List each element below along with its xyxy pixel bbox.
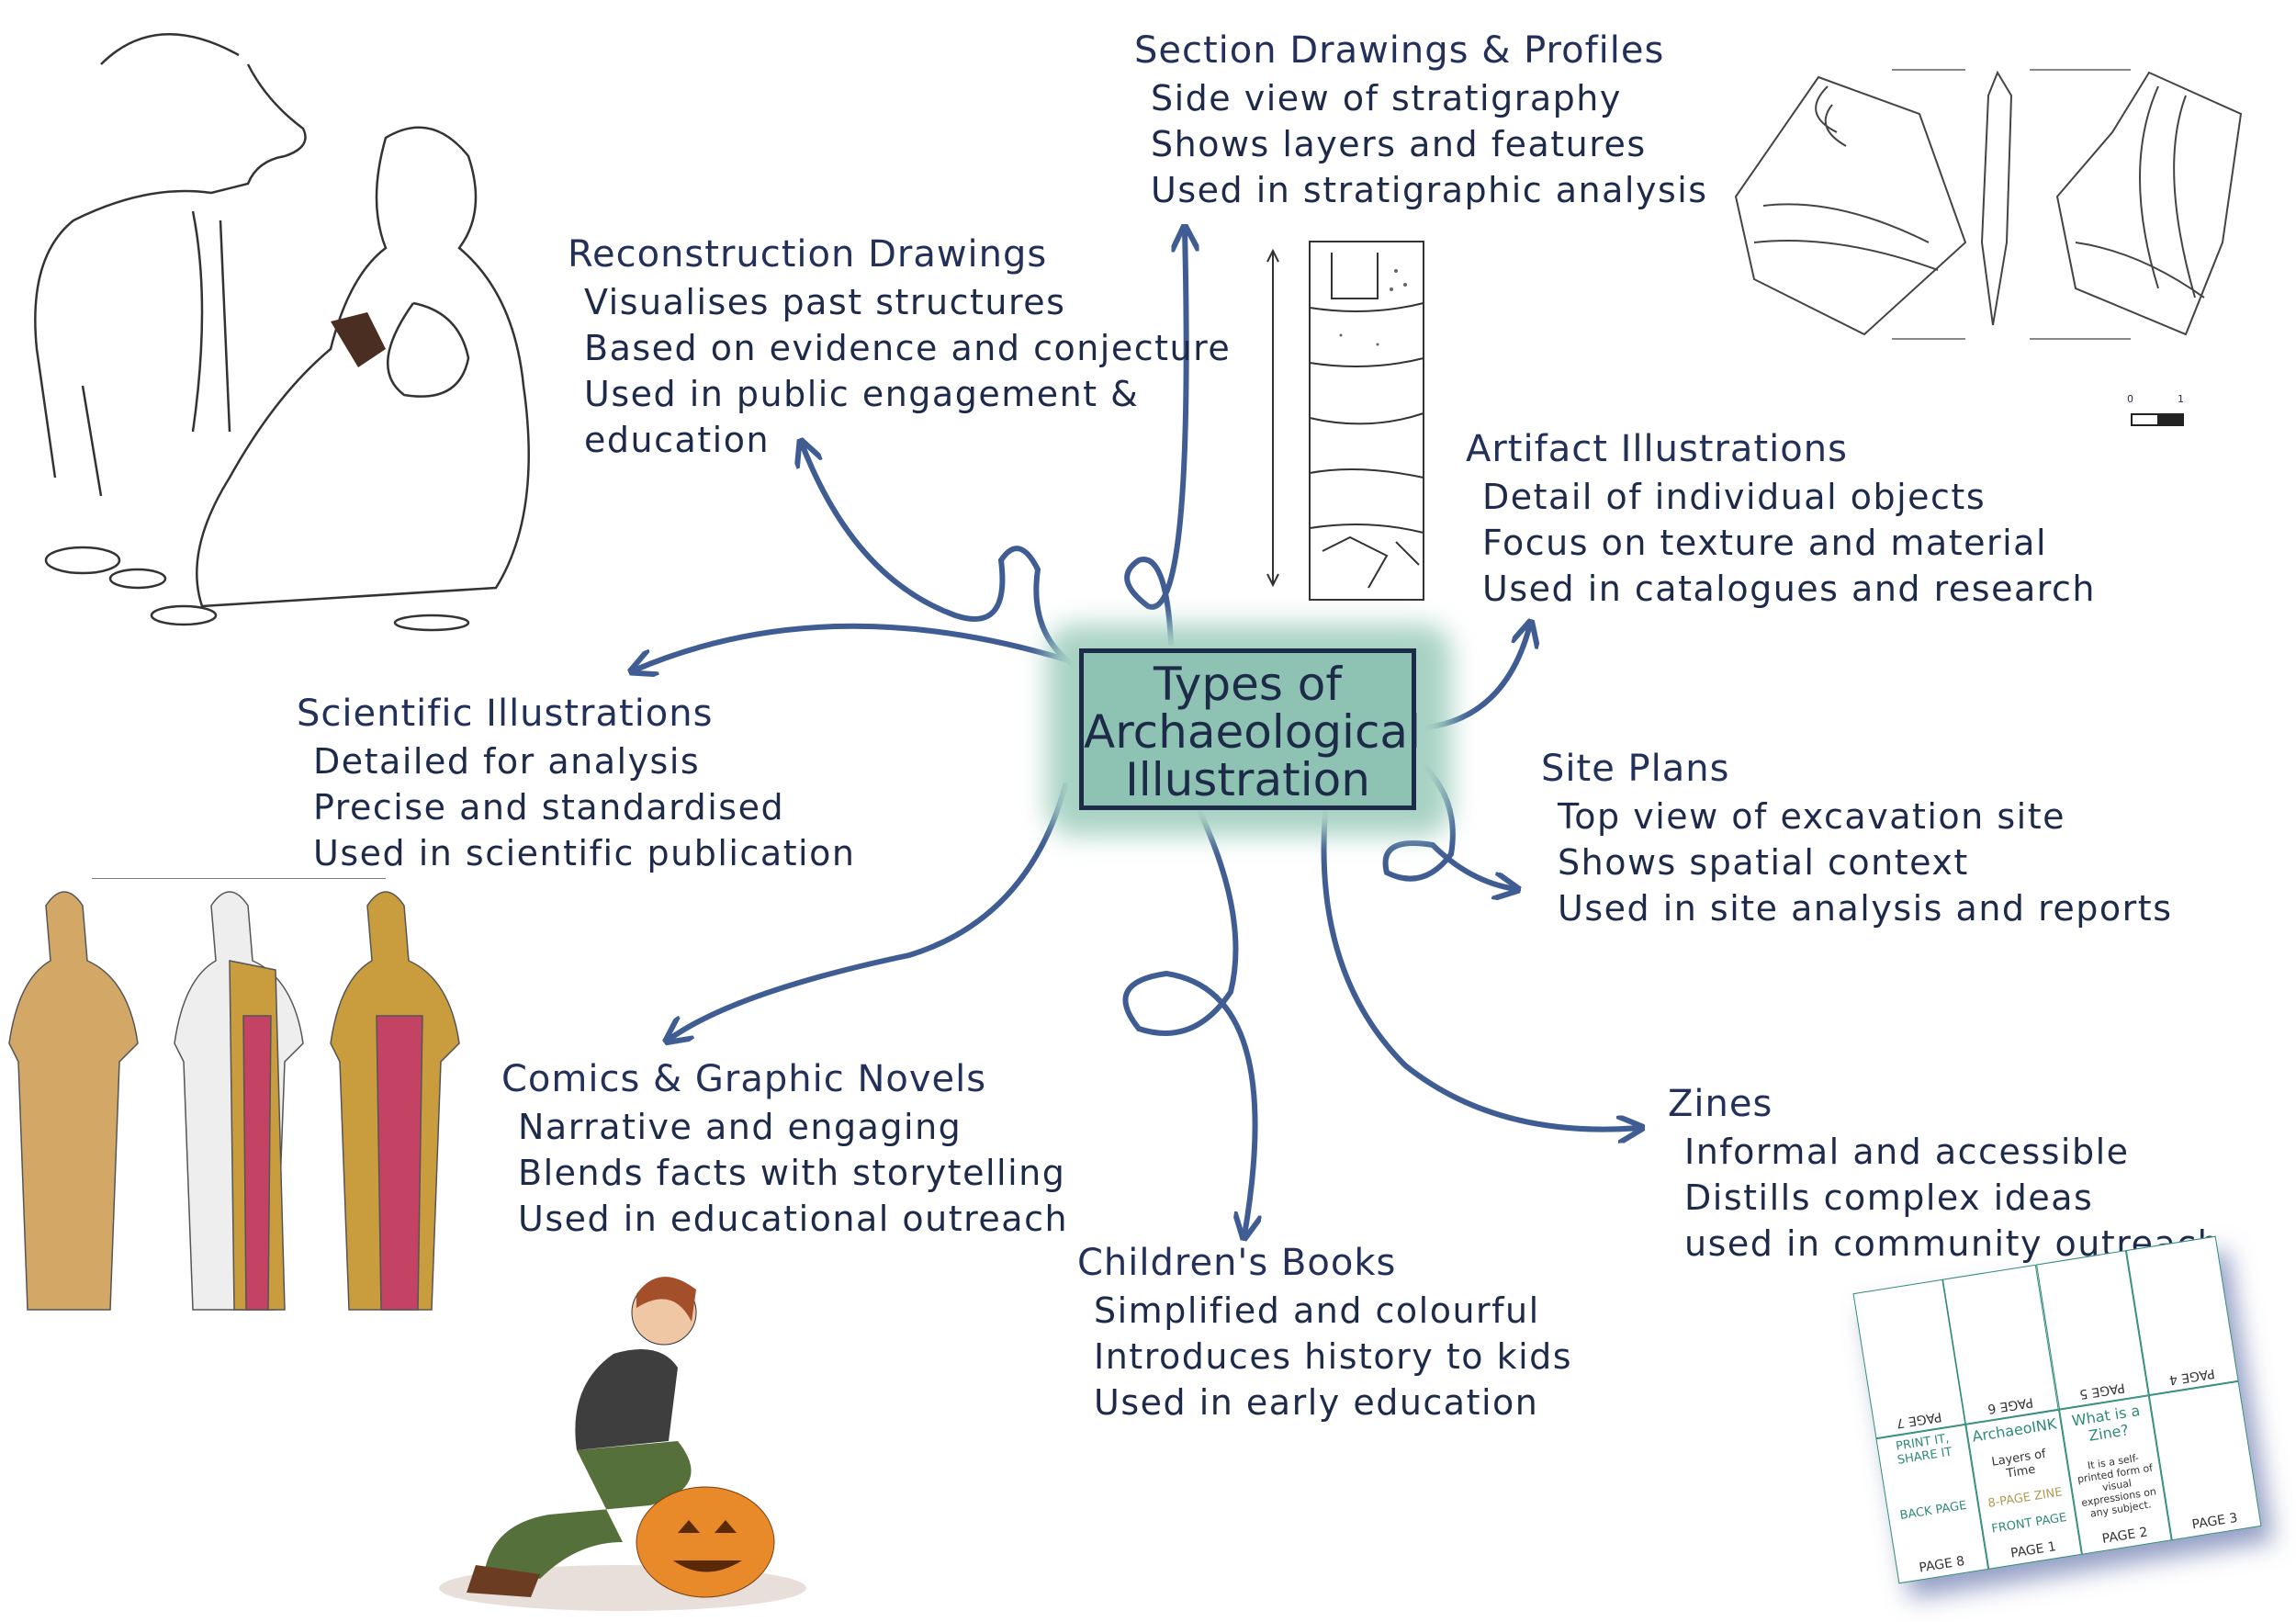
zine-front-label: FRONT PAGE: [1990, 1511, 2068, 1537]
arrow-to-section-drawings: [1124, 230, 1187, 646]
zine-template-sheet: PAGE 7 PAGE 6 PAGE 5 PAGE 4 PRINT IT, SH…: [1852, 1235, 2262, 1584]
node-line: Shows spatial context: [1558, 842, 1969, 883]
node-line: Informal and accessible: [1684, 1132, 2130, 1172]
woman-carving-pumpkin-illustration: [439, 1277, 806, 1611]
node-section-drawings: Section Drawings & Profiles Side view of…: [1109, 17, 1715, 226]
node-line: Introduces history to kids: [1094, 1336, 1573, 1377]
node-title: Children's Books: [1077, 1242, 1397, 1284]
arrow-to-reconstruction-drawings: [802, 444, 1077, 669]
zine-what-title: What is a Zine?: [2070, 1402, 2142, 1445]
node-line: Distills complex ideas: [1684, 1177, 2094, 1218]
node-line: Detail of individual objects: [1482, 477, 1986, 517]
node-line: education: [584, 420, 771, 460]
scale-bar-start: 0: [2127, 393, 2133, 405]
node-line: Focus on texture and material: [1482, 523, 2048, 563]
goat-and-mother-illustration: [34, 33, 530, 632]
arrow-to-zines: [1321, 810, 1639, 1130]
node-line: Blends facts with storytelling: [518, 1153, 1066, 1193]
node-artifact-illustrations: Artifact Illustrations Detail of individ…: [1440, 415, 2097, 625]
node-line: Precise and standardised: [313, 787, 785, 828]
zine-subtitle: Layers of Time: [1990, 1447, 2047, 1481]
node-scientific-illustrations: Scientific Illustrations Detailed for an…: [271, 680, 856, 889]
node-line: Used in scientific publication: [313, 833, 856, 873]
node-line: Simplified and colourful: [1094, 1290, 1540, 1331]
node-title: Reconstruction Drawings: [568, 233, 1048, 276]
node-line: Used in early education: [1094, 1382, 1539, 1423]
zine-back-label: BACK PAGE: [1898, 1498, 1968, 1523]
arrow-to-comics: [669, 783, 1068, 1040]
node-line: Used in educational outreach: [518, 1199, 1069, 1239]
node-title: Site Plans: [1541, 748, 1730, 790]
node-line: Used in catalogues and research: [1482, 569, 2097, 609]
node-line: Shows layers and features: [1151, 124, 1647, 164]
scale-bar-end: 1: [2178, 393, 2184, 405]
node-line: Used in site analysis and reports: [1558, 888, 2173, 929]
node-title: Section Drawings & Profiles: [1134, 29, 1665, 72]
node-site-plans: Site Plans Top view of excavation site S…: [1515, 735, 2173, 944]
node-line: Side view of stratigraphy: [1151, 78, 1622, 118]
node-line: Narrative and engaging: [518, 1107, 962, 1147]
node-reconstruction-drawings: Reconstruction Drawings Visualises past …: [542, 220, 1232, 476]
zine-type: 8-PAGE ZINE: [1986, 1484, 2064, 1511]
node-line: Based on evidence and conjecture: [584, 328, 1232, 368]
zine-what-text: It is a self-printed form of visual expr…: [2077, 1451, 2157, 1520]
lithic-flake-drawing: [1734, 69, 2243, 340]
stratigraphy-section-drawing: [1266, 241, 1424, 601]
node-title: Zines: [1668, 1083, 1773, 1125]
central-topic: Types of Archaeological Illustration: [1079, 648, 1421, 810]
node-line: Used in public engagement &: [584, 374, 1140, 414]
node-line: Used in stratigraphic analysis: [1151, 170, 1708, 210]
node-title: Comics & Graphic Novels: [501, 1058, 987, 1100]
arrow-to-site-plans: [1382, 760, 1515, 889]
node-line: Visualises past structures: [584, 282, 1066, 322]
node-zines: Zines Informal and accessible Distills c…: [1642, 1070, 2220, 1279]
node-title: Scientific Illustrations: [297, 693, 714, 735]
node-comics-graphic-novels: Comics & Graphic Novels Narrative and en…: [476, 1045, 1069, 1255]
central-topic-line: Illustration: [1125, 753, 1370, 806]
central-topic-line: Types of: [1154, 658, 1342, 711]
korai-statue-reconstruction: [8, 878, 460, 1311]
scale-bar: 0 1: [2127, 393, 2184, 439]
node-title: Artifact Illustrations: [1466, 428, 1848, 470]
central-topic-line: Archaeological: [1084, 705, 1421, 759]
node-line: Detailed for analysis: [313, 741, 701, 782]
arrow-to-scientific-illustrations: [634, 623, 1068, 670]
node-line: Top view of excavation site: [1558, 796, 2065, 837]
node-childrens-books: Children's Books Simplified and colourfu…: [1052, 1229, 1573, 1438]
arrow-to-childrens-books: [1122, 810, 1255, 1235]
